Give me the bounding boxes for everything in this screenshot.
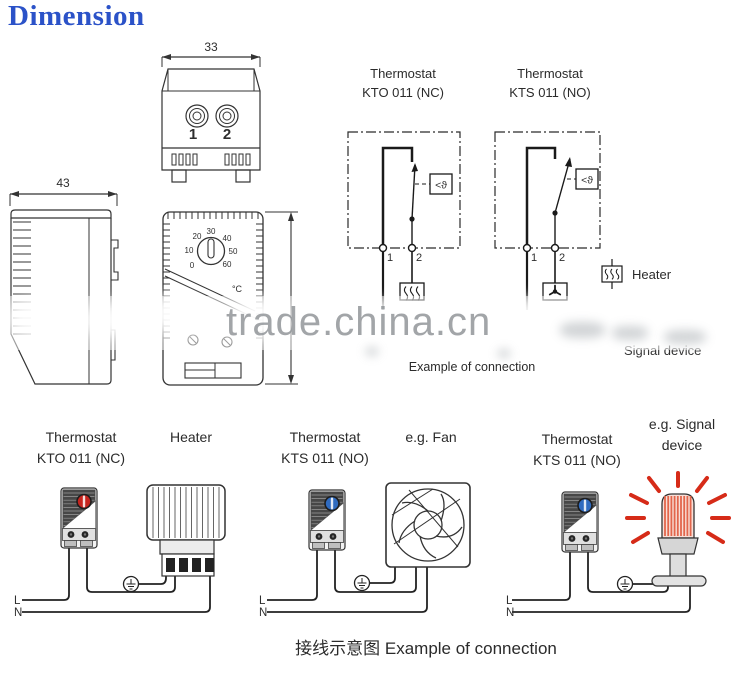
thermostat-device <box>308 489 346 551</box>
example-c-title: Thermostat KTS 011 (NO) <box>506 429 648 471</box>
dial-scale-label: 20 <box>193 232 202 241</box>
watermark-smudge <box>560 322 605 338</box>
dial-scale-label: 0 <box>190 261 195 270</box>
bottom-caption: 接线示意图 Example of connection <box>295 639 557 658</box>
neutral-wire-label: N <box>259 607 267 619</box>
schematic-caption: Example of connection <box>408 360 536 374</box>
example-b-title-line1: Thermostat <box>289 429 361 445</box>
kto-schematic-title: Thermostat KTO 011 (NC) <box>337 64 469 102</box>
example-a-title-line2: KTO 011 (NC) <box>36 450 126 466</box>
temperature-dial <box>196 236 226 266</box>
watermark-blur-spot <box>148 294 204 334</box>
page-title: Dimension <box>8 0 145 32</box>
example-b-load-label: e.g. Fan <box>405 429 457 445</box>
watermark-blur-spot <box>80 302 138 338</box>
line-wire-label: L <box>259 595 266 607</box>
dial-unit-label: °C <box>232 284 243 294</box>
watermark-blur-spot <box>664 318 728 344</box>
temperature-sensor-symbol: <ϑ <box>429 173 453 195</box>
kto-title-line1: Thermostat <box>370 66 436 81</box>
top-view-drawing: 33 1 2 <box>161 40 261 183</box>
example-c-load-label: e.g. Signal device <box>636 414 728 456</box>
dial-scale: 0 10 20 30 40 50 60 <box>185 227 238 270</box>
heater-legend-icon <box>601 259 623 289</box>
kts-terminal-1-label: 1 <box>531 252 537 264</box>
example-b-title-line2: KTS 011 (NO) <box>281 450 369 466</box>
watermark-blur-spot <box>486 296 546 336</box>
watermark-text: trade.china.cn <box>226 300 492 344</box>
watermark-blur-spot <box>300 290 384 340</box>
dial-scale-label: 40 <box>223 234 232 243</box>
kto-title-line2: KTO 011 (NC) <box>362 85 444 100</box>
dial-scale-label: 60 <box>223 260 232 269</box>
temperature-sensor-symbol: <ϑ <box>575 168 599 190</box>
fan-device <box>385 482 471 568</box>
terminal-1-label: 1 <box>189 126 197 143</box>
beacon-rays <box>625 471 731 544</box>
beacon-device <box>651 493 707 587</box>
neutral-wire-label: N <box>14 607 22 619</box>
ground-icon <box>616 575 634 593</box>
watermark-smudge <box>498 350 510 357</box>
watermark-blur-spot <box>540 308 596 342</box>
dial-scale-label: 10 <box>185 246 194 255</box>
example-c-load-line1: e.g. Signal <box>648 416 716 432</box>
example-c-title-line2: KTS 011 (NO) <box>533 452 621 468</box>
side-view-drawing: 43 <box>9 176 119 385</box>
example-a-drawing: L N <box>14 484 226 619</box>
heater-legend-label: Heater <box>632 267 672 282</box>
example-a-title-line1: Thermostat <box>45 429 117 445</box>
example-b-title: Thermostat KTS 011 (NO) <box>254 427 396 469</box>
watermark-smudge <box>366 348 378 355</box>
example-a-title: Thermostat KTO 011 (NC) <box>10 427 152 469</box>
example-c-load-line2: device <box>661 437 703 453</box>
example-a-load-label: Heater <box>169 429 213 445</box>
terminal-2-label: 2 <box>223 126 231 143</box>
example-c-title-line1: Thermostat <box>541 431 613 447</box>
watermark-blur-spot <box>436 302 492 340</box>
line-wire-label: L <box>506 595 513 607</box>
thermostat-device <box>561 491 599 553</box>
kts-title-line2: KTS 011 (NO) <box>509 85 591 100</box>
fan-symbol-icon <box>542 282 568 301</box>
watermark-blur-spot <box>372 302 412 336</box>
kto-terminal-2-label: 2 <box>416 252 422 264</box>
side-width-dimension-label: 43 <box>56 176 70 190</box>
switch-contact-arrow <box>411 163 418 172</box>
sensor-symbol-label: <ϑ <box>581 175 593 187</box>
watermark-blur-spot <box>226 298 292 340</box>
watermark-smudge <box>664 330 706 344</box>
dial-scale-label: 50 <box>229 247 238 256</box>
kts-title-line1: Thermostat <box>517 66 583 81</box>
kto-schematic-drawing: <ϑ 1 2 <box>347 131 461 310</box>
dial-scale-label: 30 <box>207 227 216 236</box>
example-c-drawing: L N <box>506 471 731 619</box>
front-view-drawing: 0 10 20 30 40 50 60 °C <box>162 211 298 386</box>
kts-schematic-title: Thermostat KTS 011 (NO) <box>484 64 616 102</box>
heater-device <box>146 484 226 577</box>
kts-terminal-2-label: 2 <box>559 252 565 264</box>
top-width-dimension-label: 33 <box>204 40 218 54</box>
thermostat-device <box>60 487 98 549</box>
ground-icon <box>353 574 371 592</box>
ground-icon <box>122 575 140 593</box>
neutral-wire-label: N <box>506 607 514 619</box>
watermark-smudge <box>612 326 648 340</box>
sensor-symbol-label: <ϑ <box>435 180 447 192</box>
example-b-drawing: L N <box>259 482 471 619</box>
watermark-blur-spot <box>8 298 72 338</box>
switch-contact-arrow <box>565 157 572 167</box>
line-wire-label: L <box>14 595 21 607</box>
kto-terminal-1-label: 1 <box>387 252 393 264</box>
watermark-blur-spot <box>598 314 668 344</box>
